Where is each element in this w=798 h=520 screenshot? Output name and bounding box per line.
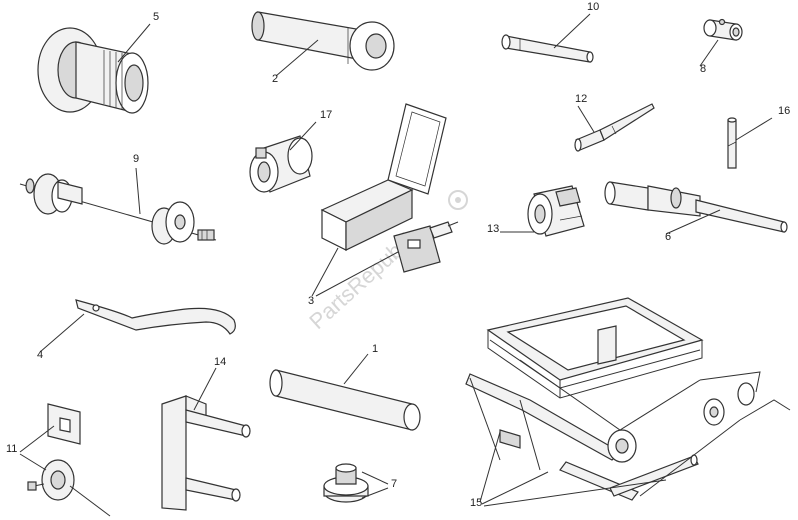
callout-8: 8 [700, 63, 706, 75]
part-15-lift-handle [559, 399, 791, 501]
part-14-fork-support [161, 395, 251, 511]
part-13-split-bush [527, 185, 585, 237]
part-17-castle-socket [249, 135, 313, 193]
part-6-stepped-drift [604, 181, 788, 233]
callout-labels: 1 2 3 4 5 6 7 8 9 10 11 12 13 14 15 16 1… [6, 1, 790, 509]
callout-17: 17 [320, 109, 332, 121]
callout-14: 14 [214, 356, 226, 368]
watermark-gear-icon [448, 190, 468, 210]
callout-6: 6 [665, 231, 671, 243]
part-2-sleeve-drift [251, 11, 395, 71]
part-8-collar [703, 18, 743, 41]
part-12-tapered-punch [574, 103, 655, 152]
part-4-hook-spanner [75, 299, 236, 335]
callout-7: 7 [391, 478, 397, 490]
part-11-gauge [27, 459, 111, 517]
part-15-lift-stand [465, 297, 761, 471]
callout-2: 2 [272, 73, 278, 85]
part-11-plate [47, 403, 81, 445]
part-9-bearing-puller [19, 173, 217, 245]
callout-1: 1 [372, 343, 378, 355]
part-16-pin [727, 117, 737, 169]
callout-13: 13 [487, 223, 499, 235]
callout-5: 5 [153, 11, 159, 23]
callout-11: 11 [6, 443, 17, 455]
part-7-nut [323, 463, 369, 503]
callout-4: 4 [37, 349, 43, 361]
leader-lines [19, 13, 773, 507]
part-5-bell-puller [37, 27, 149, 114]
part-1-bar [269, 369, 421, 431]
callout-16: 16 [778, 105, 790, 117]
part-3-tool-case [320, 103, 447, 251]
callout-15: 15 [470, 497, 482, 509]
callout-12: 12 [575, 93, 587, 105]
part-10-pin-punch [501, 34, 594, 63]
callout-9: 9 [133, 153, 139, 165]
part-3-tester [393, 221, 459, 273]
callout-3: 3 [308, 295, 314, 307]
callout-10: 10 [587, 1, 599, 13]
